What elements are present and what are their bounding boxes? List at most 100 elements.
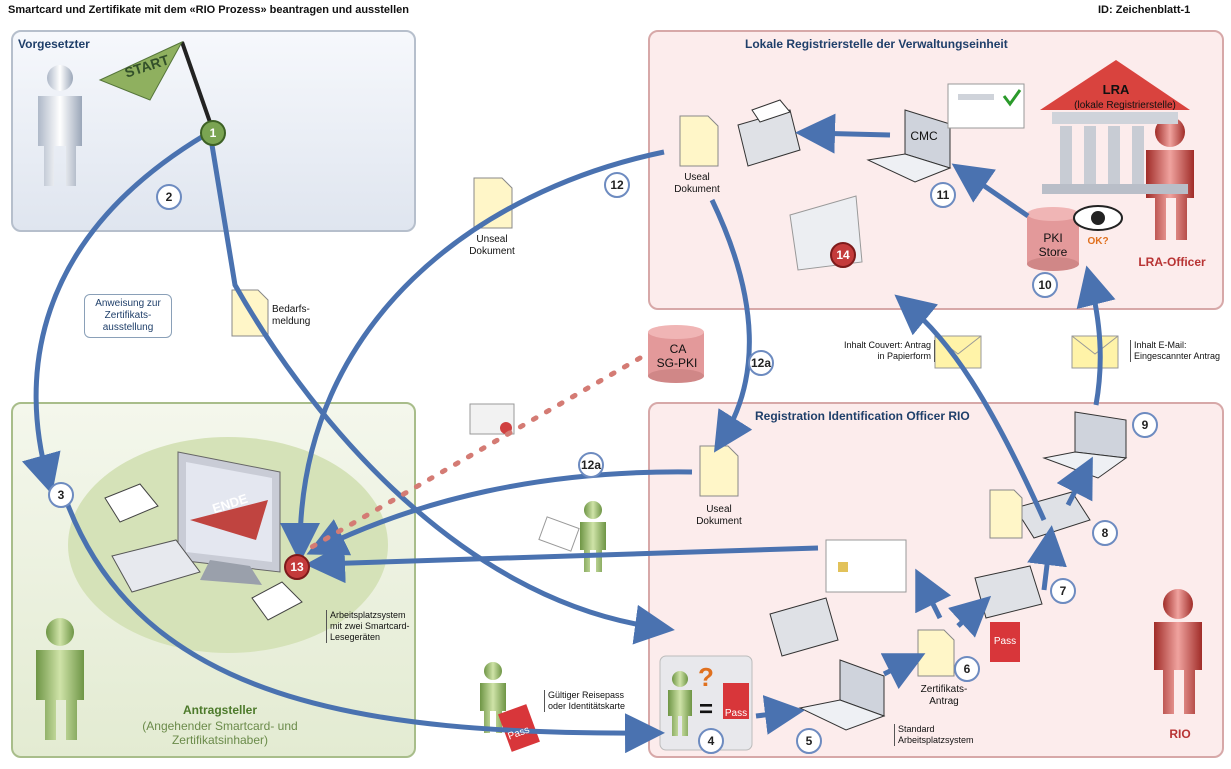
scan-document-icon xyxy=(989,489,1023,539)
pass-card-icon xyxy=(498,704,540,752)
pki-label: PKI xyxy=(1043,231,1063,245)
ca-label: CA xyxy=(669,342,687,356)
anweisung-bubble: Anweisung zur Zertifikats-ausstellung xyxy=(84,294,172,338)
panel-title-vorgesetzter: Vorgesetzter xyxy=(18,37,90,51)
eye-icon xyxy=(1073,205,1123,231)
step-7-badge: 7 xyxy=(1050,578,1076,604)
identity-check-person-icon xyxy=(659,655,753,751)
arrow-4-5 xyxy=(755,695,805,735)
equals-sign: = xyxy=(698,696,713,723)
arrow-12a-down xyxy=(709,198,753,453)
certificate-card-icon xyxy=(947,83,1025,129)
vorgesetzter-person-icon xyxy=(38,65,82,186)
step-13-badge: 13 xyxy=(284,554,310,580)
arrow-email-lra xyxy=(1076,265,1116,406)
step-6-badge: 6 xyxy=(954,656,980,682)
sgpki-label: SG-PKI xyxy=(656,356,698,370)
antragsteller-person-icon xyxy=(36,618,84,740)
step-1-badge: 1 xyxy=(200,120,226,146)
antragsteller-label: Antragsteller xyxy=(182,703,258,717)
lra-building-icon xyxy=(1040,60,1190,194)
applicant-small-person-icon xyxy=(480,662,506,733)
inhalt-couvert-note: Inhalt Couvert: Antrag in Papierform xyxy=(834,340,935,362)
arrow-12a-13 xyxy=(306,469,693,556)
printer-top-icon xyxy=(737,99,801,167)
pass-label-4: Pass xyxy=(724,708,748,719)
inhalt-email-note: Inhalt E-Mail: Eingescannter Antrag xyxy=(1130,340,1228,362)
lra-officer-person-icon xyxy=(1146,117,1194,240)
step-3-badge: 3 xyxy=(48,482,74,508)
rio-person-icon xyxy=(1154,589,1202,714)
step-5-badge: 5 xyxy=(796,728,822,754)
step-11-badge: 11 xyxy=(930,182,956,208)
step-10-badge: 10 xyxy=(1032,272,1058,298)
step-8-badge: 8 xyxy=(1092,520,1118,546)
arrow-7-8 xyxy=(1027,525,1067,591)
page-title: Smartcard und Zertifikate mit dem «RIO P… xyxy=(8,4,410,16)
step-2-badge: 2 xyxy=(156,184,182,210)
arrow-1-rio xyxy=(209,144,675,645)
card-reader-icon xyxy=(104,483,303,621)
useal-document-mid-icon xyxy=(699,445,739,497)
keyboard-icon xyxy=(111,539,201,593)
pki-store-cylinder-icon xyxy=(1027,207,1079,271)
step-12a-badge-top: 12a xyxy=(748,350,774,376)
lra-officer-label: LRA-Officer xyxy=(1138,255,1206,269)
flow-arrows xyxy=(22,113,1116,754)
step-14-badge: 14 xyxy=(830,242,856,268)
useal-mid-label: Useal Dokument xyxy=(696,504,742,527)
standard-note: Standard Arbeitsplatzsystem xyxy=(894,724,988,746)
printer-7-icon xyxy=(974,565,1043,619)
laptop-5-icon xyxy=(798,659,886,731)
start-flag-icon xyxy=(98,40,214,129)
useal-document-top-icon xyxy=(679,115,719,167)
arrow-5-6 xyxy=(880,653,926,690)
useal-top-label: Useal Dokument xyxy=(674,172,720,195)
rio-label: RIO xyxy=(1169,727,1191,741)
arrow-pki-cmc xyxy=(951,163,1030,219)
envelope-email-icon xyxy=(1071,335,1119,369)
question-mark: ? xyxy=(698,662,714,692)
zert-antrag-label: Zertifikats-Antrag xyxy=(920,684,968,707)
arrow-3-4 xyxy=(63,499,665,754)
ok-label: OK? xyxy=(1087,236,1109,247)
letter-icon xyxy=(538,516,580,552)
panel-title-rio: Registration Identification Officer RIO xyxy=(755,409,970,423)
step-4-badge: 4 xyxy=(698,728,724,754)
smartcard-icon xyxy=(825,539,907,593)
panel-title-lra: Lokale Registrierstelle der Verwaltungse… xyxy=(745,37,1008,51)
zertifikatsantrag-document-icon xyxy=(917,629,955,677)
diagram-id: ID: Zeichenblatt-1 xyxy=(1098,4,1191,16)
lra-subtitle: (lokale Registrierstelle) xyxy=(1074,100,1176,111)
lra-title: LRA xyxy=(1102,82,1130,97)
monitor-icon xyxy=(177,451,281,585)
scanner-8-icon xyxy=(1014,491,1091,539)
pass-label-7: Pass xyxy=(993,636,1017,647)
step-12-badge: 12 xyxy=(604,172,630,198)
bedarfs-label: Bedarfs-meldung xyxy=(272,304,311,327)
laptop-9-icon xyxy=(1042,411,1128,479)
arrow-6-7 xyxy=(948,595,992,638)
arrow-card-13 xyxy=(305,543,819,584)
courier-person-icon xyxy=(580,501,606,572)
arbeitsplatz-note: Arbeitsplatzsystem mit zwei Smartcard-Le… xyxy=(326,610,416,643)
printer-bottom-icon xyxy=(769,597,839,657)
arrow-12 xyxy=(280,149,665,563)
reisepass-note: Gültiger Reisepass oder Identitätskarte xyxy=(544,690,638,712)
arrow-cmc-printer xyxy=(795,113,891,154)
laptop-cmc-icon xyxy=(866,109,952,183)
store-label: Store xyxy=(1038,245,1068,259)
arrow-6-card xyxy=(915,568,952,620)
ca-cylinder-icon xyxy=(648,325,704,383)
pass-card-7-icon xyxy=(990,622,1020,662)
cmc-label: CMC xyxy=(910,129,938,143)
unseal-label: Unseal Dokument xyxy=(469,234,515,257)
antragsteller-sub: (Angehender Smartcard- und Zertifikatsin… xyxy=(142,719,298,747)
arrow-1-3 xyxy=(22,132,207,495)
certificate-icon xyxy=(469,403,515,435)
step-12a-badge-mid: 12a xyxy=(578,452,604,478)
ca-dotted-line xyxy=(307,355,643,551)
arrow-8-9 xyxy=(1056,456,1093,507)
arrow-couvert-lra xyxy=(894,294,1047,522)
